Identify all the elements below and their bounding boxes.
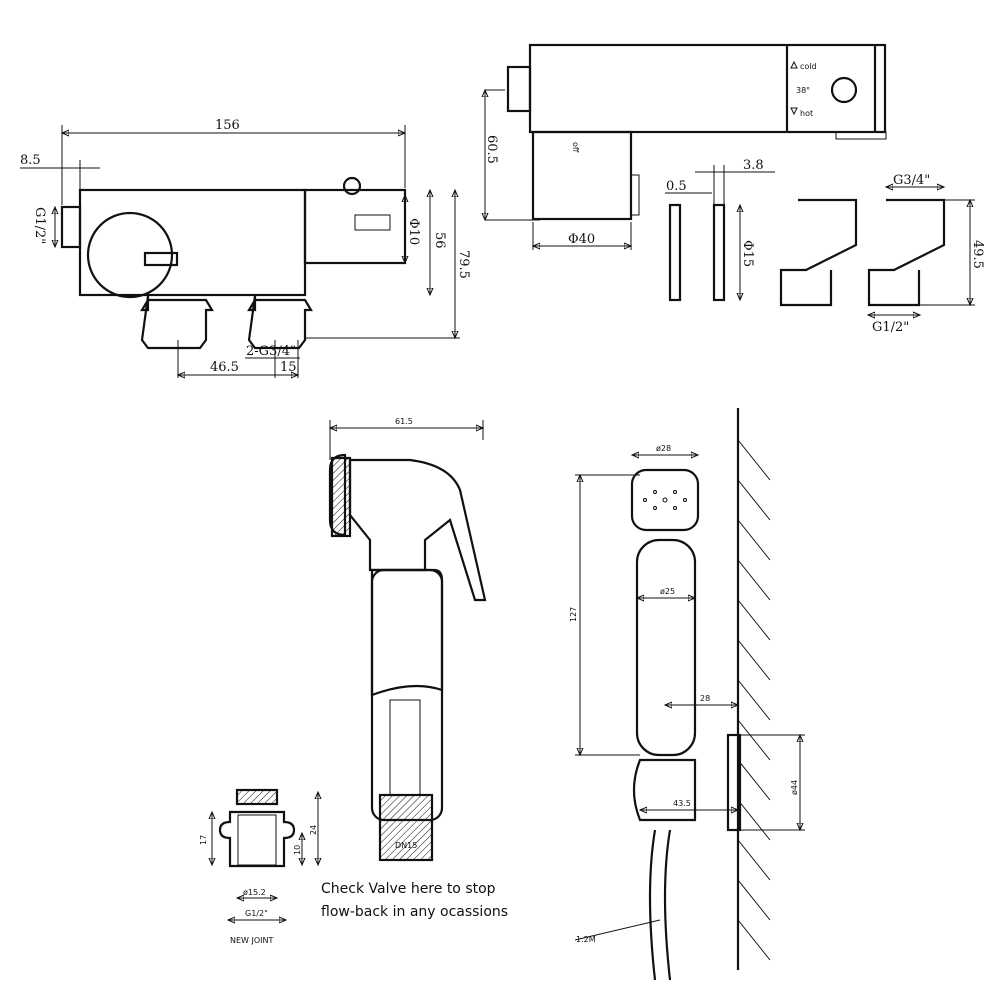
dim-height: 56: [432, 232, 447, 249]
dim-body: ø25: [660, 587, 675, 596]
dim-diameter: Φ10: [406, 218, 421, 245]
joint-title: NEW JOINT: [230, 936, 273, 945]
dim-length: 127: [569, 607, 578, 622]
check-valve-note-line1: Check Valve here to stop: [321, 881, 496, 897]
label-off: off: [571, 142, 580, 153]
new-joint-drawing: 17 24 10 ø15.2 G1/2" NEW JOINT: [199, 788, 318, 945]
dim-washer-thick: 3.8: [743, 158, 764, 173]
eccentric-adapter-drawing: G3/4" G1/2" 49.5: [779, 173, 985, 335]
hose-length: 1.2M: [576, 935, 596, 944]
dim-inlet: G1/2": [32, 207, 47, 244]
dim-top-height: 60.5: [484, 135, 499, 164]
sprayer-side-view: 61.5 DN15: [328, 417, 487, 862]
dim-joint-diameter: ø15.2: [243, 888, 266, 897]
dim-bracket: ø44: [790, 780, 799, 795]
check-valve-note-line2: flow-back in any ocassions: [321, 904, 508, 920]
dim-depth: 28: [700, 694, 710, 703]
dim-joint-thread: G1/2": [245, 909, 268, 918]
dim-eccentric-bottom: G1/2": [872, 320, 909, 335]
dim-total-height: 79.5: [456, 250, 471, 279]
sprayer-front-view: ø28 ø25 127 28 ø44 43.5 1.2M: [569, 408, 805, 981]
label-check-valve: DN15: [395, 841, 417, 850]
dim-eccentric-top: G3/4": [893, 173, 930, 188]
dim-joint-10: 10: [293, 845, 302, 855]
washer-drawing: 0.5 3.8 Φ15: [665, 158, 775, 302]
dim-eccentric-height: 49.5: [970, 240, 985, 269]
dim-offset: 8.5: [20, 153, 41, 168]
dim-top-diameter: Φ40: [568, 232, 595, 247]
dim-thread-offset: 15: [280, 360, 297, 375]
dim-washer-thin: 0.5: [666, 179, 687, 194]
dim-joint-24: 24: [309, 825, 318, 835]
valve-top-view: cold 38° hot off 60.5 Φ40: [484, 43, 887, 250]
dim-sprayer-length: 61.5: [395, 417, 413, 426]
dim-width: 156: [215, 118, 240, 133]
label-temp: 38°: [796, 86, 810, 95]
dim-joint-17: 17: [199, 835, 208, 845]
label-cold: cold: [800, 62, 817, 71]
dim-thread: 2-G3/4": [246, 344, 296, 359]
dim-spacing: 46.5: [210, 360, 239, 375]
label-hot: hot: [800, 109, 813, 118]
valve-side-view: 156 8.5 G1/2" Φ10 56 79.5 46.5 15 2-G3/4…: [20, 118, 471, 378]
dim-washer-diameter: Φ15: [740, 240, 755, 267]
dim-head: ø28: [656, 444, 671, 453]
wall-hatching: [737, 439, 771, 961]
dim-offset: 43.5: [673, 799, 691, 808]
